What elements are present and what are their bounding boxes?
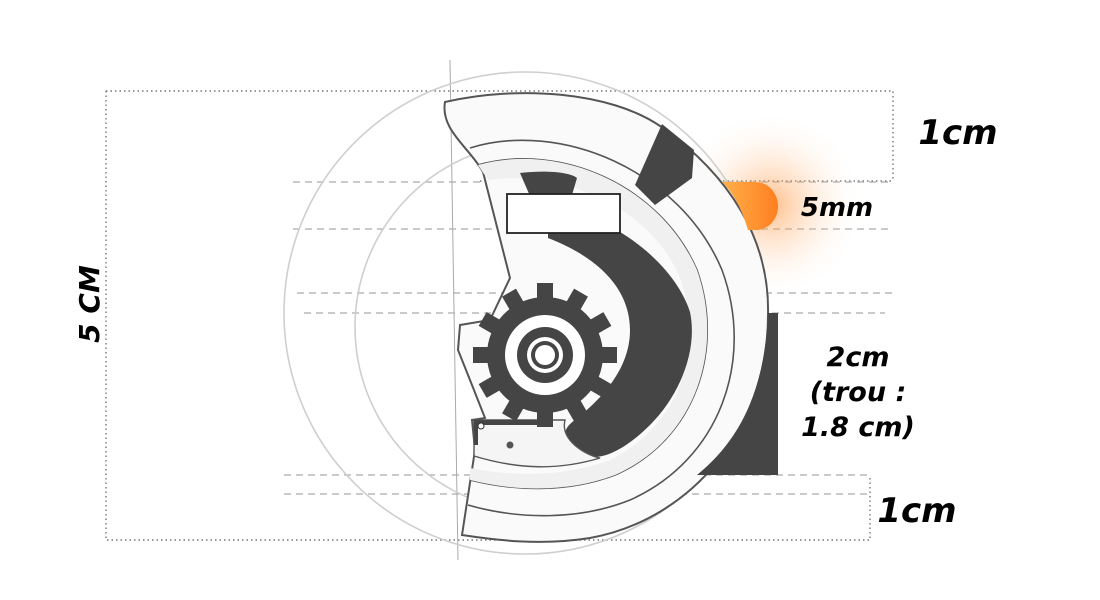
track-ring-outer	[467, 139, 735, 517]
rivet-dot	[506, 441, 514, 449]
bracket-dark-edge	[474, 420, 540, 445]
gear-icon	[473, 283, 617, 427]
top-thickness-label: 1cm	[918, 113, 997, 153]
bottom-thickness-label: 1cm	[877, 491, 956, 531]
glow-size-label: 5mm	[801, 193, 873, 223]
base-block	[697, 313, 778, 475]
hole-label-line3: 1.8 cm)	[801, 412, 915, 443]
dark-cam-piece	[520, 171, 577, 196]
hole-label-line2: (trou :	[810, 377, 907, 408]
dark-crescent-piece	[548, 232, 692, 457]
orange-tab	[722, 182, 778, 230]
latch-block	[635, 124, 694, 205]
bracket-plate	[473, 419, 601, 468]
total-height-label: 5 CM	[73, 265, 106, 343]
outer-dotted-frame	[105, 90, 894, 541]
hole-label-line1: 2cm	[827, 342, 890, 373]
vertical-axis-line	[449, 59, 459, 561]
window-rectangle	[506, 193, 621, 234]
screw-hole	[477, 422, 485, 430]
